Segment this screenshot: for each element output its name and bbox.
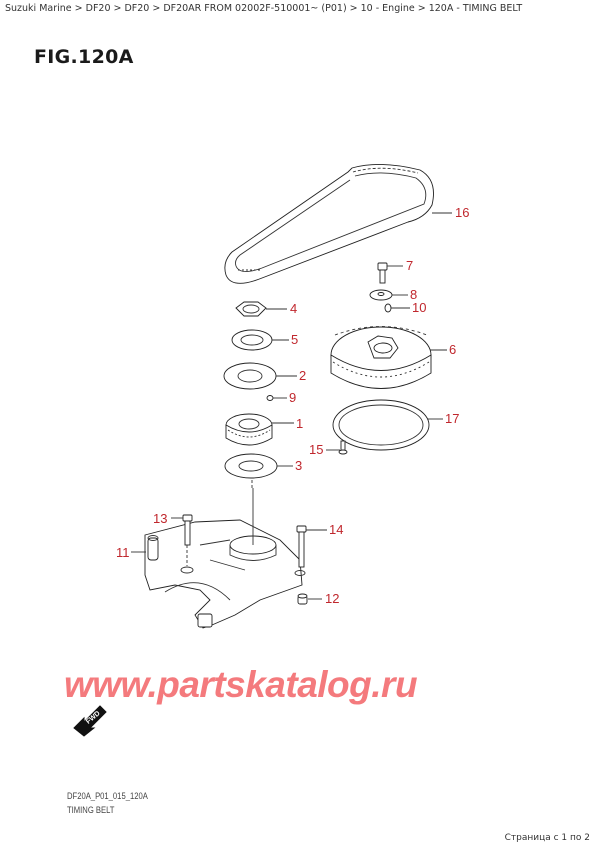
figure-name: TIMING BELT — [67, 805, 115, 815]
breadcrumb-separator: > — [74, 3, 83, 14]
callout-7[interactable]: 7 — [406, 258, 413, 273]
washer-hole — [377, 292, 385, 296]
breadcrumb-item-section[interactable]: 10 - Engine — [360, 3, 415, 14]
plate-17-part[interactable] — [332, 399, 430, 451]
breadcrumb-separator: > — [113, 3, 122, 14]
breadcrumb-separator: > — [417, 3, 426, 14]
breadcrumb-separator: > — [349, 3, 358, 14]
crank-pulley-1-part[interactable] — [225, 413, 273, 446]
callout-14[interactable]: 14 — [329, 522, 343, 537]
breadcrumb-item-brand[interactable]: Suzuki Marine — [5, 3, 72, 14]
nut-4-part[interactable] — [235, 301, 267, 317]
key-9-part[interactable] — [266, 395, 274, 401]
breadcrumb-item-model[interactable]: DF20 — [85, 3, 111, 14]
timing-belt-part[interactable] — [224, 163, 434, 284]
cam-pulley-6-part[interactable] — [330, 326, 432, 389]
callout-11[interactable]: 11 — [116, 545, 130, 560]
callout-12[interactable]: 12 — [325, 591, 339, 606]
bolt-13-part[interactable] — [182, 514, 193, 566]
pin-10-part[interactable] — [384, 303, 392, 313]
dowel-12-part[interactable] — [297, 593, 308, 605]
bolt-7-part[interactable] — [377, 262, 388, 284]
breadcrumb-item-variant[interactable]: DF20AR FROM 02002F-510001~ (P01) — [163, 3, 347, 14]
breadcrumb: Suzuki Marine>DF20>DF20>DF20AR FROM 0200… — [5, 3, 522, 14]
callout-6[interactable]: 6 — [449, 342, 456, 357]
pulley-housing-11-part[interactable] — [144, 488, 306, 629]
watermark: www.partskatalog.ru — [64, 664, 418, 705]
breadcrumb-item-submodel[interactable]: DF20 — [124, 3, 150, 14]
callout-15[interactable]: 15 — [309, 442, 323, 457]
bolt-14-part[interactable] — [296, 525, 307, 568]
guide-plate-2-part[interactable] — [223, 362, 277, 390]
callout-17[interactable]: 17 — [445, 411, 459, 426]
lower-plate-3-part[interactable] — [224, 453, 278, 479]
callout-2[interactable]: 2 — [299, 368, 306, 383]
lock-washer-5-part[interactable] — [231, 329, 273, 351]
callout-1[interactable]: 1 — [296, 416, 303, 431]
callout-16[interactable]: 16 — [455, 205, 469, 220]
callout-8[interactable]: 8 — [410, 287, 417, 302]
callout-13[interactable]: 13 — [153, 511, 167, 526]
callout-9[interactable]: 9 — [289, 390, 296, 405]
screw-15-part[interactable] — [338, 440, 348, 455]
figure-title: FIG.120A — [34, 46, 134, 68]
callout-10[interactable]: 10 — [412, 300, 426, 315]
pagination-text: Страница с 1 по 2 — [504, 833, 590, 843]
breadcrumb-item-current: 120A - TIMING BELT — [428, 3, 523, 14]
figure-code: DF20A_P01_015_120A — [67, 791, 148, 801]
callout-5[interactable]: 5 — [291, 332, 298, 347]
callout-4[interactable]: 4 — [290, 301, 297, 316]
fwd-arrow-icon: FWD — [73, 705, 107, 737]
breadcrumb-separator: > — [152, 3, 161, 14]
callout-3[interactable]: 3 — [295, 458, 302, 473]
